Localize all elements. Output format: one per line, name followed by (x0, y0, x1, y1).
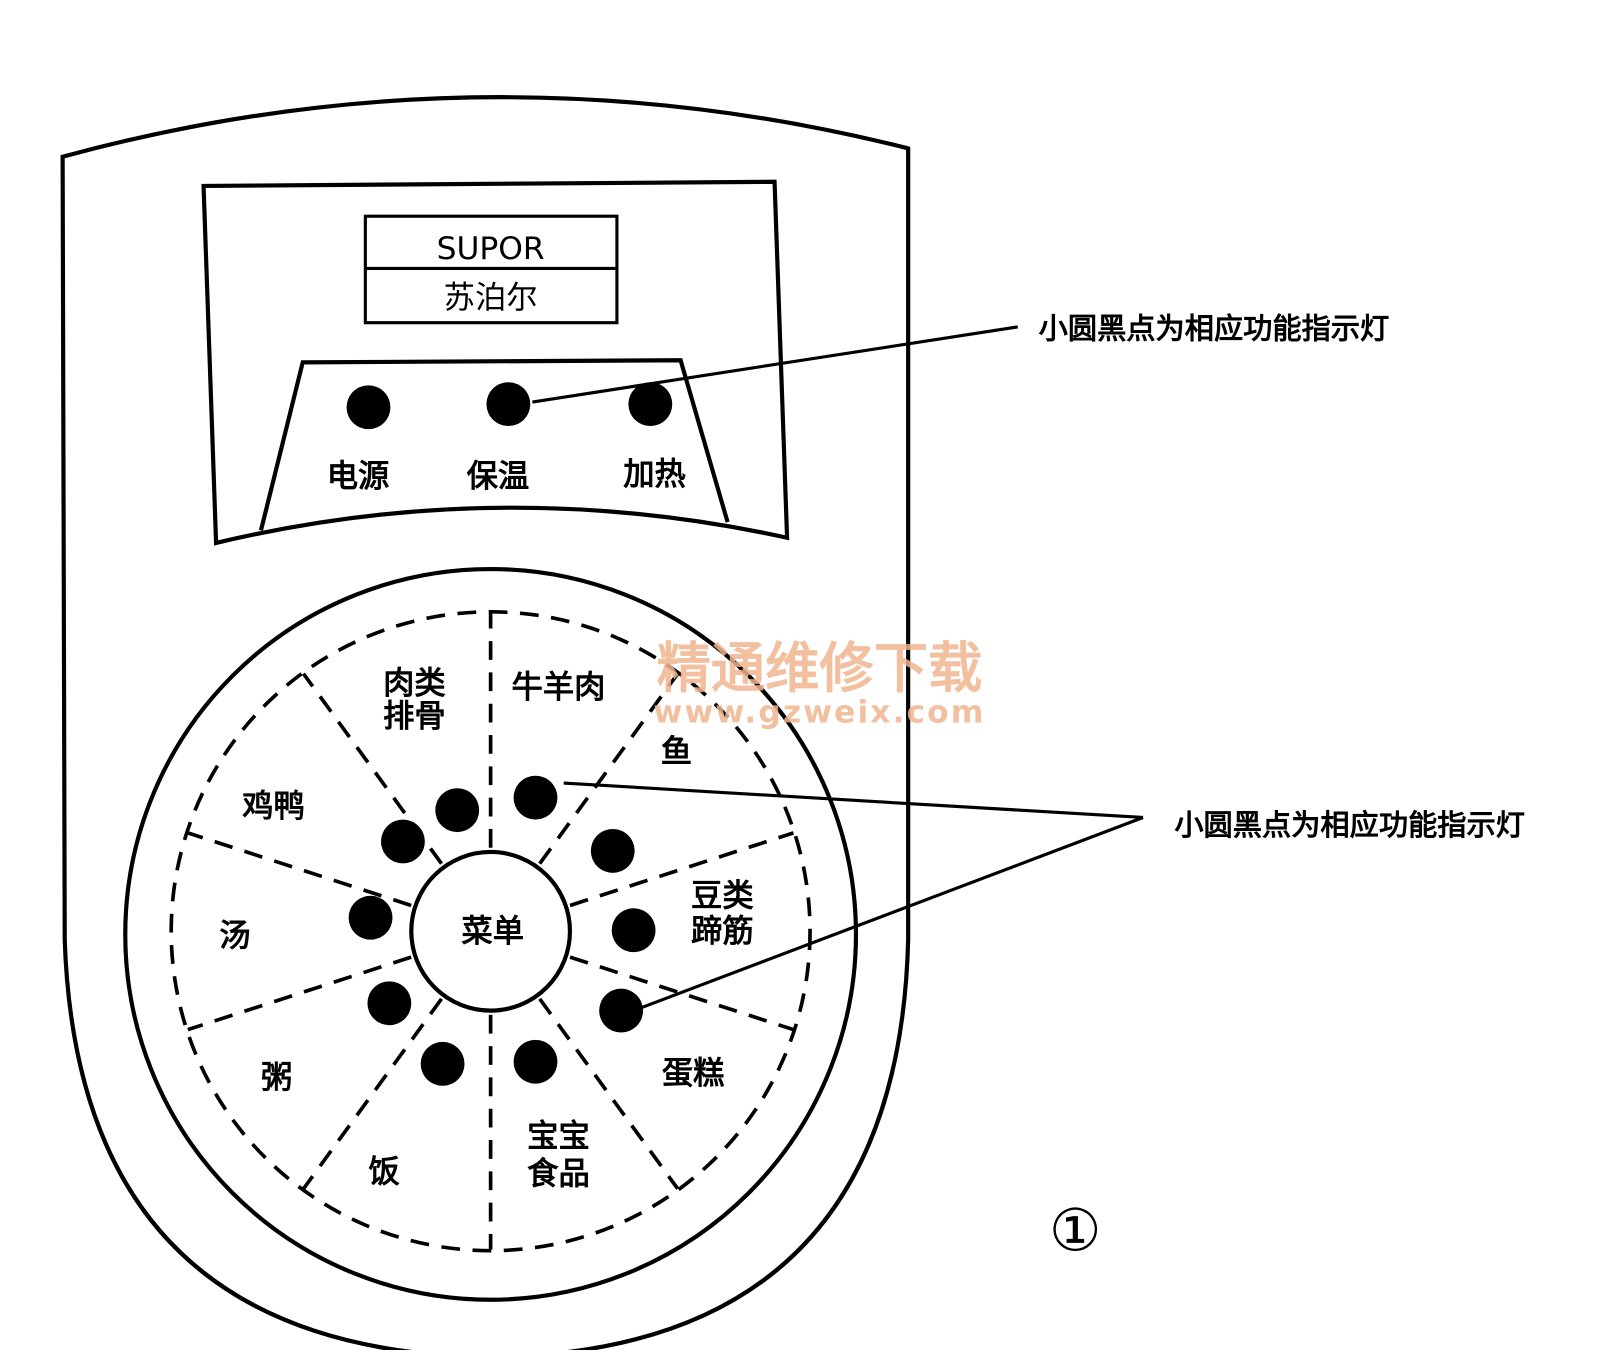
menu-light (611, 908, 656, 953)
segment-divider (569, 955, 794, 1032)
watermark-url: www.gzweix.com (653, 694, 985, 730)
indicator-panel (258, 358, 730, 531)
segment-divider (538, 997, 680, 1190)
segment-porridge: 粥 (261, 1060, 292, 1096)
segment-cake: 蛋糕 (662, 1056, 725, 1092)
menu-button-label: 菜单 (461, 914, 524, 950)
segment-meat-ribs-line2: 排骨 (383, 699, 446, 735)
right-annotation: 小圆黑点为相应功能指示灯 (1174, 808, 1525, 842)
heating-label: 加热 (623, 456, 686, 492)
segment-divider (538, 672, 680, 865)
segment-divider (302, 997, 444, 1190)
figure-number: ① (1049, 1197, 1101, 1265)
heating-indicator-light (628, 382, 673, 427)
segment-beans-line1: 豆类 (691, 878, 754, 914)
leader-line (563, 781, 1144, 820)
brand-name-en: SUPOR (437, 231, 545, 267)
menu-light (435, 788, 480, 833)
menu-light (513, 775, 558, 820)
menu-light (381, 819, 425, 864)
top-annotation: 小圆黑点为相应功能指示灯 (1039, 311, 1390, 345)
display-area (201, 179, 790, 546)
menu-light (513, 1039, 558, 1084)
leader-line (532, 325, 1019, 404)
segment-baby-food-line2: 食品 (527, 1155, 590, 1192)
brand-name-cn: 苏泊尔 (444, 280, 538, 316)
panel-outline (60, 95, 911, 1355)
segment-soup: 汤 (219, 918, 250, 954)
menu-light (420, 1041, 465, 1086)
segment-dividers (187, 612, 794, 1250)
segment-divider (187, 831, 412, 908)
menu-button[interactable] (409, 849, 573, 1013)
segment-beans-line2: 蹄筋 (691, 914, 754, 950)
menu-dial-dashed-ring (169, 610, 812, 1253)
segment-beef-lamb: 牛羊肉 (512, 669, 606, 705)
power-indicator-light (346, 385, 391, 430)
segment-meat-ribs-line1: 肉类 (383, 665, 446, 701)
keep-warm-label: 保温 (467, 459, 530, 495)
segment-divider (187, 955, 412, 1032)
menu-indicator-lights (348, 775, 656, 1086)
segment-rice: 饭 (368, 1154, 400, 1190)
segment-poultry: 鸡鸭 (241, 788, 305, 824)
menu-light (590, 828, 635, 873)
leader-line (641, 816, 1144, 1009)
menu-light (599, 988, 644, 1033)
power-label: 电源 (327, 459, 390, 495)
segment-fish: 鱼 (661, 734, 692, 770)
segment-divider (569, 831, 794, 908)
menu-light (367, 981, 412, 1026)
segment-baby-food-line1: 宝宝 (527, 1117, 590, 1154)
menu-light (348, 895, 393, 940)
menu-dial-outer (123, 566, 859, 1302)
keep-warm-indicator-light (486, 382, 531, 427)
watermark-title: 精通维修下载 (657, 637, 983, 700)
